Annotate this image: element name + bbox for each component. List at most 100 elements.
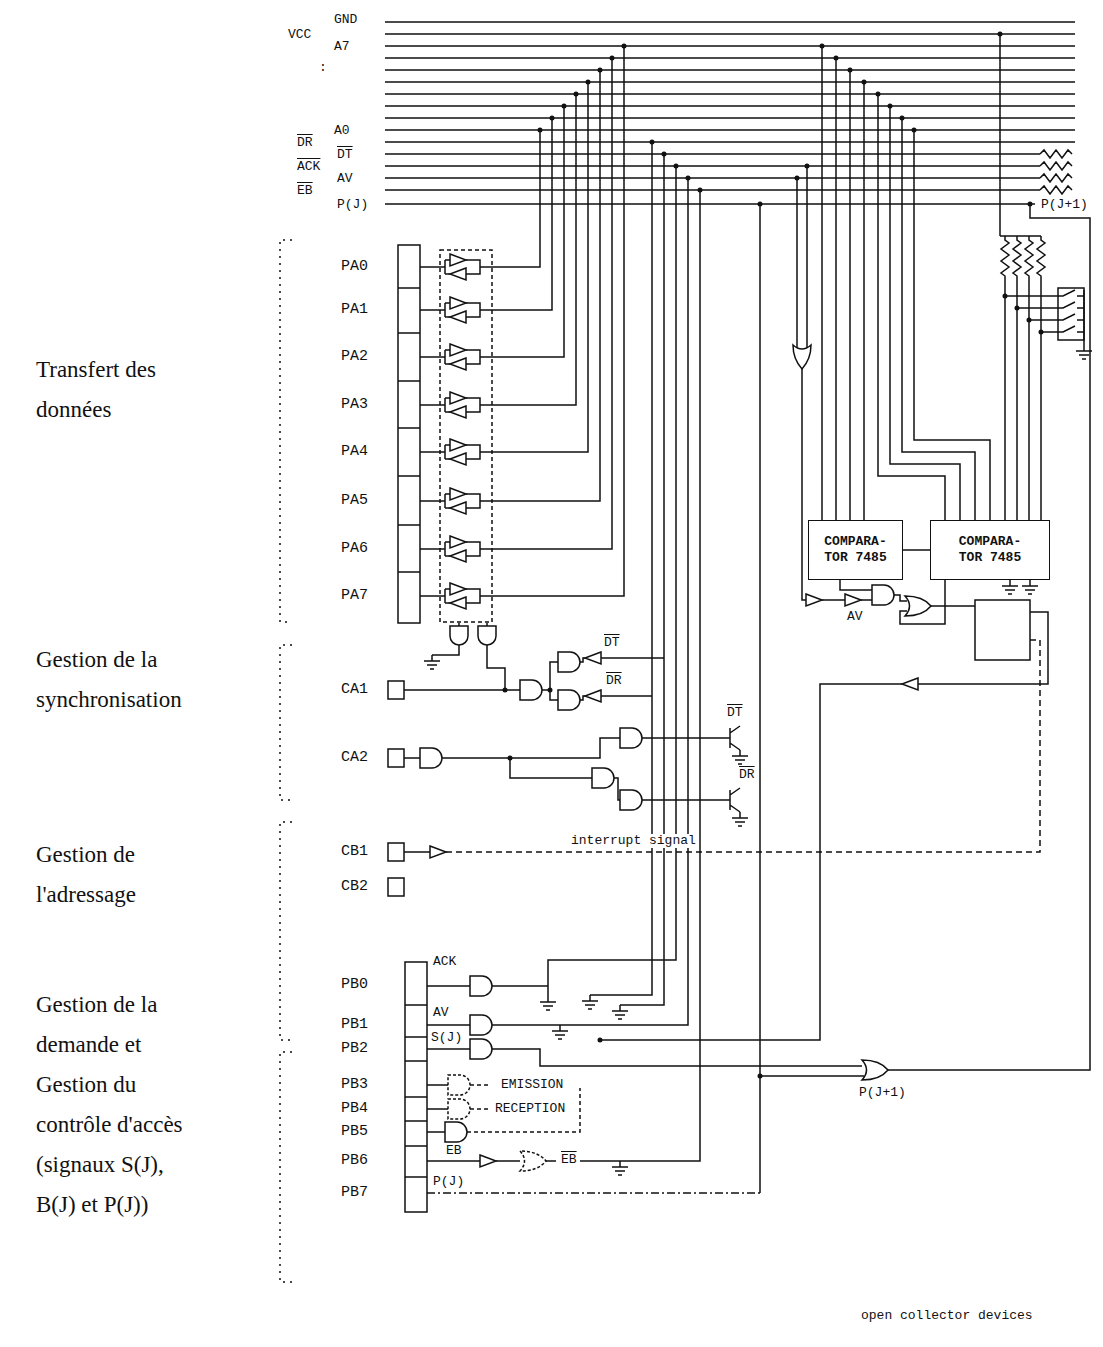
switch-wire	[1000, 34, 1084, 520]
buffer-symbol	[450, 583, 466, 595]
pb-wire	[467, 1085, 580, 1132]
ground-symbol	[1002, 580, 1018, 594]
pin-name: CA1	[340, 681, 369, 699]
bus-signal-name: VCC	[287, 27, 312, 42]
bus-signal-name: P(J+1)	[1040, 197, 1089, 212]
signal-name: DT	[603, 636, 621, 650]
schematic-drawing	[280, 22, 1092, 1282]
pin-name: PB4	[340, 1100, 369, 1118]
and-gate	[470, 1039, 492, 1059]
comparator-chip: COMPARA- TOR 7485	[808, 520, 903, 580]
buffer-symbol	[450, 268, 466, 280]
junction-dot	[505, 34, 1041, 1076]
signal-name: AV	[432, 1006, 450, 1020]
ground-symbol	[612, 1161, 628, 1175]
and-gate	[558, 652, 580, 672]
signal-name: EB	[445, 1144, 463, 1158]
and-gate	[520, 680, 542, 700]
buffer-symbol	[450, 502, 466, 514]
and-gate	[470, 1015, 492, 1035]
resistor-symbol	[1037, 236, 1045, 286]
or-gate	[793, 345, 811, 369]
buffer-symbol	[585, 652, 601, 664]
bus-signal-name: DR	[296, 135, 314, 150]
bus-signal-name: EB	[296, 183, 314, 198]
pin-name: PB3	[340, 1076, 369, 1094]
pin-square	[388, 878, 404, 896]
and-gate	[445, 1122, 467, 1142]
bus-signal-name: AV	[336, 171, 354, 186]
and-gate	[450, 626, 468, 645]
section-label: Transfert des données	[35, 350, 205, 430]
buffer-symbol	[450, 550, 466, 562]
buffer-symbol	[845, 594, 861, 606]
or-gate	[520, 1151, 546, 1171]
pin-name: PA6	[340, 540, 369, 558]
signal-name: S(J)	[430, 1031, 463, 1045]
and-gate	[872, 585, 894, 605]
section-label: Gestion de la demande et Gestion du cont…	[35, 985, 205, 1225]
signal-name: EMISSION	[500, 1078, 564, 1092]
data-wire	[420, 46, 624, 603]
and-gate	[592, 768, 614, 788]
pin-name: CB1	[340, 843, 369, 861]
pin-name: PB5	[340, 1123, 369, 1141]
pin-name: PA0	[340, 258, 369, 276]
logic-wire	[600, 166, 1048, 1040]
flip-flop	[975, 600, 1030, 660]
token-wire	[427, 1192, 760, 1194]
or-gate	[862, 1060, 888, 1080]
ground-symbol	[732, 750, 748, 764]
buffer-symbol	[450, 297, 466, 309]
cascade-wire	[903, 549, 930, 551]
control-wire	[492, 142, 1090, 1193]
bus-signal-name: A7	[333, 39, 351, 54]
pin-name: PA5	[340, 492, 369, 510]
signal-name: P(J+1)	[858, 1086, 907, 1100]
resistor-symbol	[1040, 174, 1072, 182]
pb-wire	[427, 986, 862, 1161]
section-label: Gestion de la synchronisation	[35, 640, 205, 720]
ground-symbol	[582, 995, 598, 1009]
signal-name: DR	[738, 768, 756, 782]
ground-symbol	[1076, 345, 1092, 359]
signal-name: AV	[846, 610, 864, 624]
signal-name: P(J)	[432, 1175, 465, 1189]
pia-port	[405, 962, 427, 1212]
signal-name: ACK	[432, 955, 457, 969]
ground-symbol	[424, 655, 440, 669]
resistor-symbol	[1040, 150, 1072, 158]
pin-name: PB1	[340, 1016, 369, 1034]
signal-name: interrupt signal	[570, 834, 697, 848]
ground-symbol	[732, 812, 748, 826]
buffer-symbol	[902, 678, 918, 690]
pin-name: PA1	[340, 301, 369, 319]
chip-label: COMPARA- TOR 7485	[816, 534, 896, 566]
and-gate	[478, 626, 496, 645]
buffer-symbol	[585, 690, 601, 702]
pin-square	[388, 843, 404, 861]
dip-switch	[1058, 288, 1084, 340]
buffer-symbol	[430, 846, 446, 858]
pin-square	[388, 681, 404, 699]
buffer-symbol	[450, 311, 466, 323]
bus-signal-name: ACK	[296, 159, 321, 174]
ground-symbol	[540, 996, 556, 1010]
signal-name: DT	[726, 706, 744, 720]
bus-line	[385, 22, 1075, 204]
pin-name: PB2	[340, 1040, 369, 1058]
and-gate	[470, 976, 492, 996]
and-gate	[448, 1099, 470, 1119]
transistor-symbol	[720, 726, 740, 750]
signal-name: DR	[605, 674, 623, 688]
and-gate	[620, 790, 642, 810]
pin-square	[388, 749, 404, 767]
pin-name: PA7	[340, 587, 369, 605]
pin-name: PA3	[340, 396, 369, 414]
resistor-symbol	[1025, 236, 1033, 286]
ground-symbol	[552, 1025, 568, 1039]
buffer-symbol	[450, 536, 466, 548]
buffer-symbol	[450, 439, 466, 451]
section-bracket	[280, 240, 292, 1282]
pin-name: PA4	[340, 443, 369, 461]
